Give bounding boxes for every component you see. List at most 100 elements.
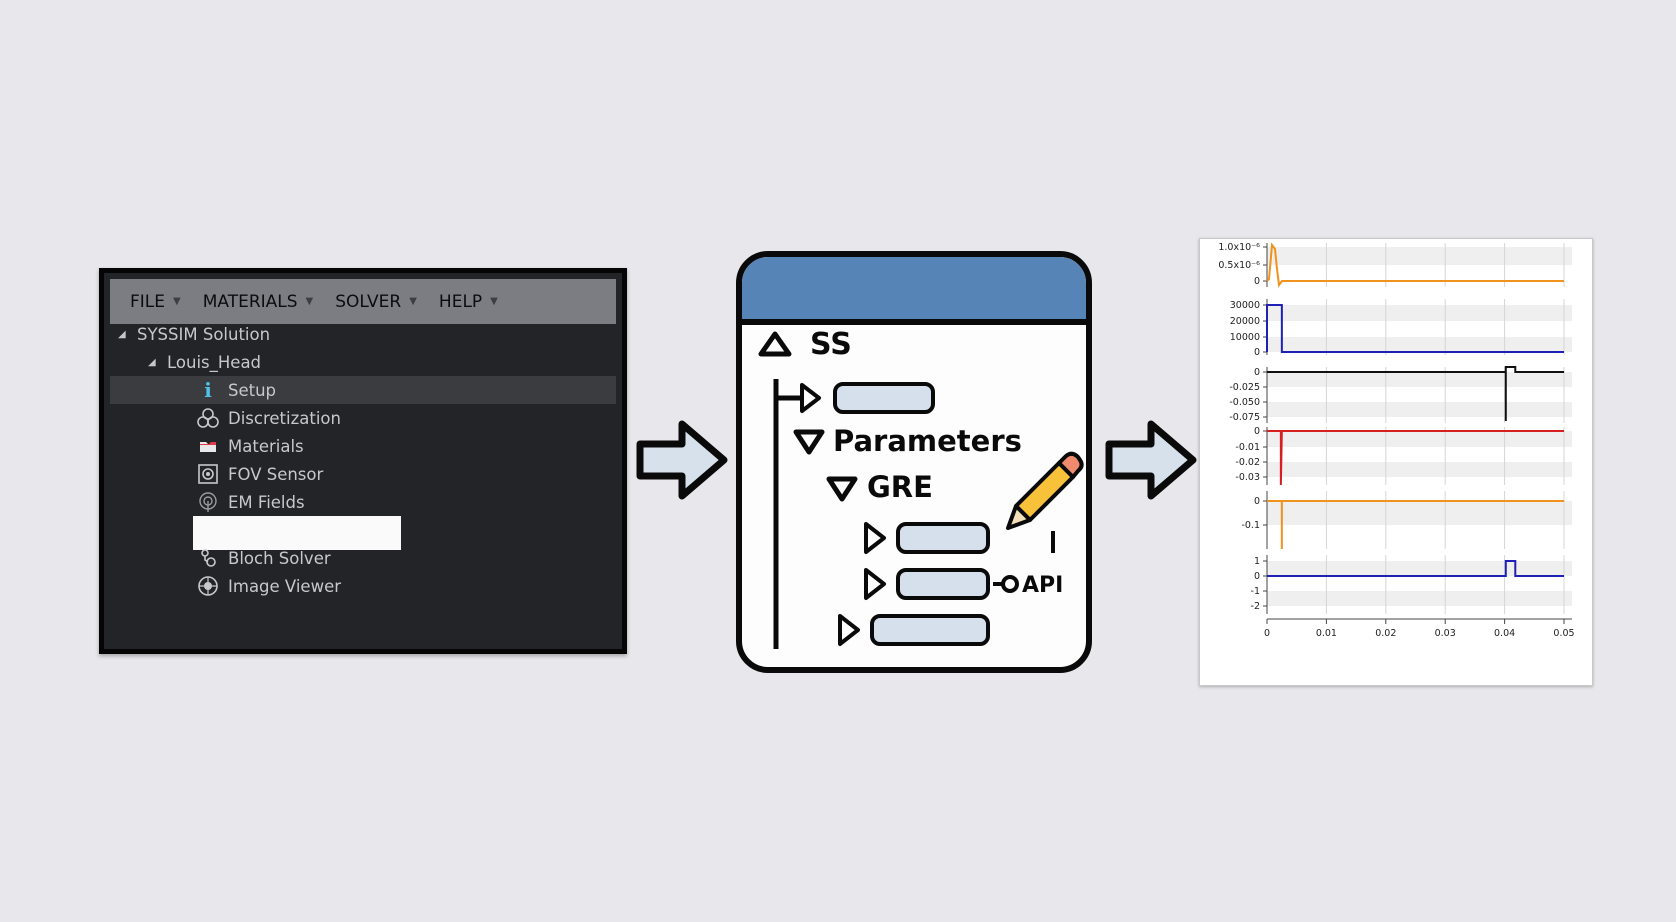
expand-triangle-right-icon xyxy=(864,568,886,600)
menu-solver[interactable]: SOLVER ▼ xyxy=(335,292,417,312)
placeholder-param-box xyxy=(896,522,990,554)
y-tick-label: 1 xyxy=(1254,556,1260,567)
caret-down-icon: ▼ xyxy=(305,296,314,307)
y-tick-label: 0.5x10⁻⁶ xyxy=(1218,260,1260,271)
x-tick-label: 0.03 xyxy=(1435,628,1456,639)
ss-label: SS xyxy=(810,327,852,362)
menu-materials[interactable]: MATERIALS ▼ xyxy=(203,292,314,312)
tree-item-fov-sensor[interactable]: FOV Sensor xyxy=(195,460,323,488)
gre-label: GRE xyxy=(867,470,933,504)
y-tick-label: 0 xyxy=(1254,426,1260,437)
tree-item-label: Bloch Solver xyxy=(228,548,331,568)
y-tick-label: 0 xyxy=(1254,347,1260,358)
api-connector-node-icon xyxy=(1001,575,1019,593)
expand-triangle-down-icon xyxy=(826,476,858,502)
redacted-block xyxy=(193,516,401,550)
menu-solver-label: SOLVER xyxy=(335,291,402,312)
panel-band xyxy=(1267,402,1572,417)
caret-down-icon: ▼ xyxy=(173,296,181,307)
y-tick-label: 30000 xyxy=(1230,300,1260,311)
menu-file-label: FILE xyxy=(130,291,166,312)
y-tick-label: -0.02 xyxy=(1235,457,1260,468)
panel-band xyxy=(1267,561,1572,576)
x-tick-label: 0 xyxy=(1264,628,1270,639)
y-tick-label: -0.050 xyxy=(1229,397,1260,408)
y-tick-label: 0 xyxy=(1254,276,1260,287)
panel-band xyxy=(1267,372,1572,387)
y-tick-label: -0.1 xyxy=(1241,520,1260,531)
bloch-solver-icon xyxy=(195,547,221,569)
tree-item-image-viewer[interactable]: Image Viewer xyxy=(195,572,341,600)
tree-item-label: Discretization xyxy=(228,408,341,428)
trace-phase-gradient xyxy=(1267,430,1564,486)
collapse-triangle-up-icon xyxy=(758,331,792,357)
y-tick-label: 0 xyxy=(1254,367,1260,378)
syssim-app-window: FILE ▼ MATERIALS ▼ SOLVER ▼ HELP▼ ◢ SYSSIM … xyxy=(99,268,627,654)
menu-file[interactable]: FILE ▼ xyxy=(130,292,181,312)
trace-adc-signal xyxy=(1267,560,1564,577)
panel-band xyxy=(1267,591,1572,606)
tree-node-louis-head[interactable]: ◢ Louis_Head xyxy=(148,348,261,376)
y-tick-label: -2 xyxy=(1251,601,1260,612)
em-fields-icon xyxy=(195,491,221,513)
panel-band xyxy=(1267,501,1572,525)
placeholder-param-box xyxy=(833,382,935,414)
waveform-chart-svg: 1.0x10⁻⁶ 0.5x10⁻⁶ 0 30000 20000 10000 0 0 -0.025… xyxy=(1218,242,1574,639)
trace-rf-pulse xyxy=(1266,242,1564,288)
parameter-tree-diagram: SS Parameters GRE API xyxy=(736,251,1092,673)
flow-arrow-right-icon xyxy=(636,420,728,500)
expand-triangle-icon[interactable]: ◢ xyxy=(118,328,126,340)
trace-readout-gradient xyxy=(1267,366,1564,421)
trace-gradient-pulse xyxy=(1266,304,1564,353)
tree-item-setup[interactable]: i Setup xyxy=(110,376,616,404)
parameters-label: Parameters xyxy=(833,424,1022,458)
tree-root-node[interactable]: ◢ SYSSIM Solution xyxy=(118,320,270,348)
api-label: API xyxy=(1022,573,1063,598)
tree-item-materials[interactable]: Materials xyxy=(195,432,304,460)
expand-triangle-right-icon xyxy=(838,614,860,646)
image-viewer-icon xyxy=(195,575,221,597)
trace-slice-gradient xyxy=(1267,500,1564,549)
tree-item-label: Image Viewer xyxy=(228,576,342,596)
expand-triangle-down-icon xyxy=(793,429,825,455)
info-icon: i xyxy=(204,378,212,402)
flow-arrow-right-icon xyxy=(1105,420,1197,500)
tree-item-label: Materials xyxy=(228,436,304,456)
materials-folder-icon xyxy=(195,435,221,457)
panel-band xyxy=(1267,337,1572,352)
expand-triangle-icon[interactable]: ◢ xyxy=(148,356,156,368)
menu-materials-label: MATERIALS xyxy=(202,291,298,312)
expand-triangle-right-icon xyxy=(800,383,821,413)
panel-band xyxy=(1267,305,1572,321)
menu-help-label: HELP xyxy=(438,291,483,312)
expand-triangle-right-icon xyxy=(864,522,886,554)
x-tick-label: 0.04 xyxy=(1494,628,1515,639)
y-tick-label: -0.03 xyxy=(1235,472,1260,483)
menu-help[interactable]: HELP▼ xyxy=(439,292,498,312)
waveform-chart: 1.0x10⁻⁶ 0.5x10⁻⁶ 0 30000 20000 10000 0 0 -0.025… xyxy=(1199,238,1593,686)
tree-item-em-fields[interactable]: EM Fields xyxy=(195,488,305,516)
y-tick-label: 10000 xyxy=(1230,332,1260,343)
y-tick-label: -0.025 xyxy=(1229,382,1260,393)
discretization-icon xyxy=(195,407,221,429)
x-tick-label: 0.02 xyxy=(1375,628,1396,639)
tree-node-label: Louis_Head xyxy=(167,352,262,372)
panel-band xyxy=(1267,462,1572,477)
panel-band xyxy=(1267,247,1572,265)
x-tick-label: 0.05 xyxy=(1553,628,1574,639)
tree-root-label: SYSSIM Solution xyxy=(137,324,271,344)
tree-item-bloch-solver[interactable]: Bloch Solver xyxy=(195,544,331,572)
caret-down-icon: ▼ xyxy=(409,296,417,307)
tree-item-label: FOV Sensor xyxy=(228,464,324,484)
panel-band xyxy=(1267,431,1572,447)
tree-item-label: Setup xyxy=(228,380,277,400)
y-tick-label: 20000 xyxy=(1230,316,1260,327)
tree-item-label: EM Fields xyxy=(228,492,305,512)
y-tick-label: 1.0x10⁻⁶ xyxy=(1218,242,1260,253)
tree-item-discretization[interactable]: Discretization xyxy=(195,404,341,432)
diagram-window-header xyxy=(742,257,1086,325)
y-tick-label: 0 xyxy=(1254,571,1260,582)
y-tick-label: -0.075 xyxy=(1229,412,1260,423)
diagram-canvas: SS Parameters GRE API xyxy=(758,327,1084,649)
placeholder-param-box xyxy=(870,614,990,646)
